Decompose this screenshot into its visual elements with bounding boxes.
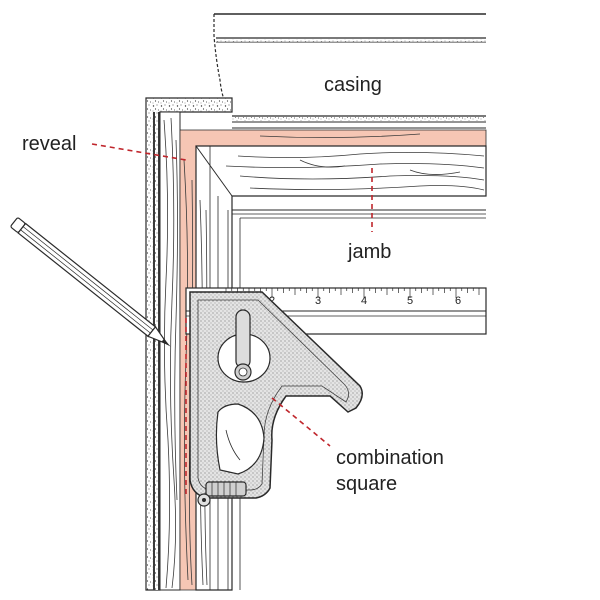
ruler-tick-label: 6 [455, 295, 461, 307]
leader-lines [91, 143, 373, 498]
pencil-icon [10, 217, 171, 347]
jamb [195, 145, 487, 591]
casing-label: casing [324, 74, 382, 96]
ruler-tick-label: 4 [361, 295, 367, 307]
combination-square-icon [189, 291, 363, 507]
reveal-leader [91, 143, 187, 161]
ruler-tick-label: 3 [315, 295, 321, 307]
upper-casing [213, 13, 486, 123]
ruler-tick-label: 5 [407, 295, 413, 307]
jamb-label: jamb [347, 241, 391, 263]
side-casing [159, 111, 181, 591]
reveal-label: reveal [22, 133, 76, 155]
square-leader [271, 397, 331, 447]
combination-square-label-line2: square [336, 473, 397, 495]
combination-square-label-line1: combination [336, 447, 444, 469]
ruler-minor-ticks [225, 288, 480, 298]
